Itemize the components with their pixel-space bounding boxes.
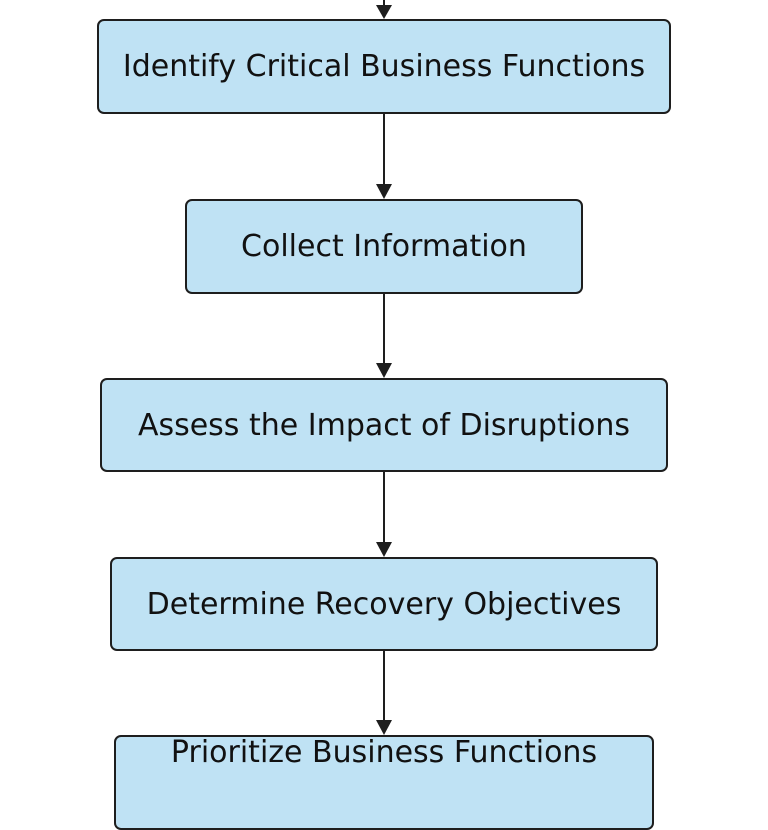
step-label: Prioritize Business Functions (170, 735, 598, 770)
step-assess-impact-of-disruptions: Assess the Impact of Disruptions (100, 378, 668, 472)
step-prioritize-business-functions: Prioritize Business Functions (114, 735, 654, 830)
step-label: Identify Critical Business Functions (122, 49, 646, 84)
arrow-2-to-3-head (376, 363, 392, 378)
flowchart-connectors (376, 0, 392, 735)
step-collect-information: Collect Information (185, 199, 583, 294)
step-label: Collect Information (241, 229, 527, 264)
step-label: Determine Recovery Objectives (146, 586, 622, 622)
flowchart: Identify Critical Business Functions Col… (97, 0, 671, 830)
step-identify-critical-business-functions: Identify Critical Business Functions (97, 19, 671, 114)
arrow-3-to-4-head (376, 542, 392, 557)
arrow-4-to-5-head (376, 720, 392, 735)
step-label: Assess the Impact of Disruptions (137, 407, 631, 443)
arrow-incoming-head (376, 5, 392, 19)
step-determine-recovery-objectives: Determine Recovery Objectives (110, 557, 658, 651)
arrow-1-to-2-head (376, 184, 392, 199)
